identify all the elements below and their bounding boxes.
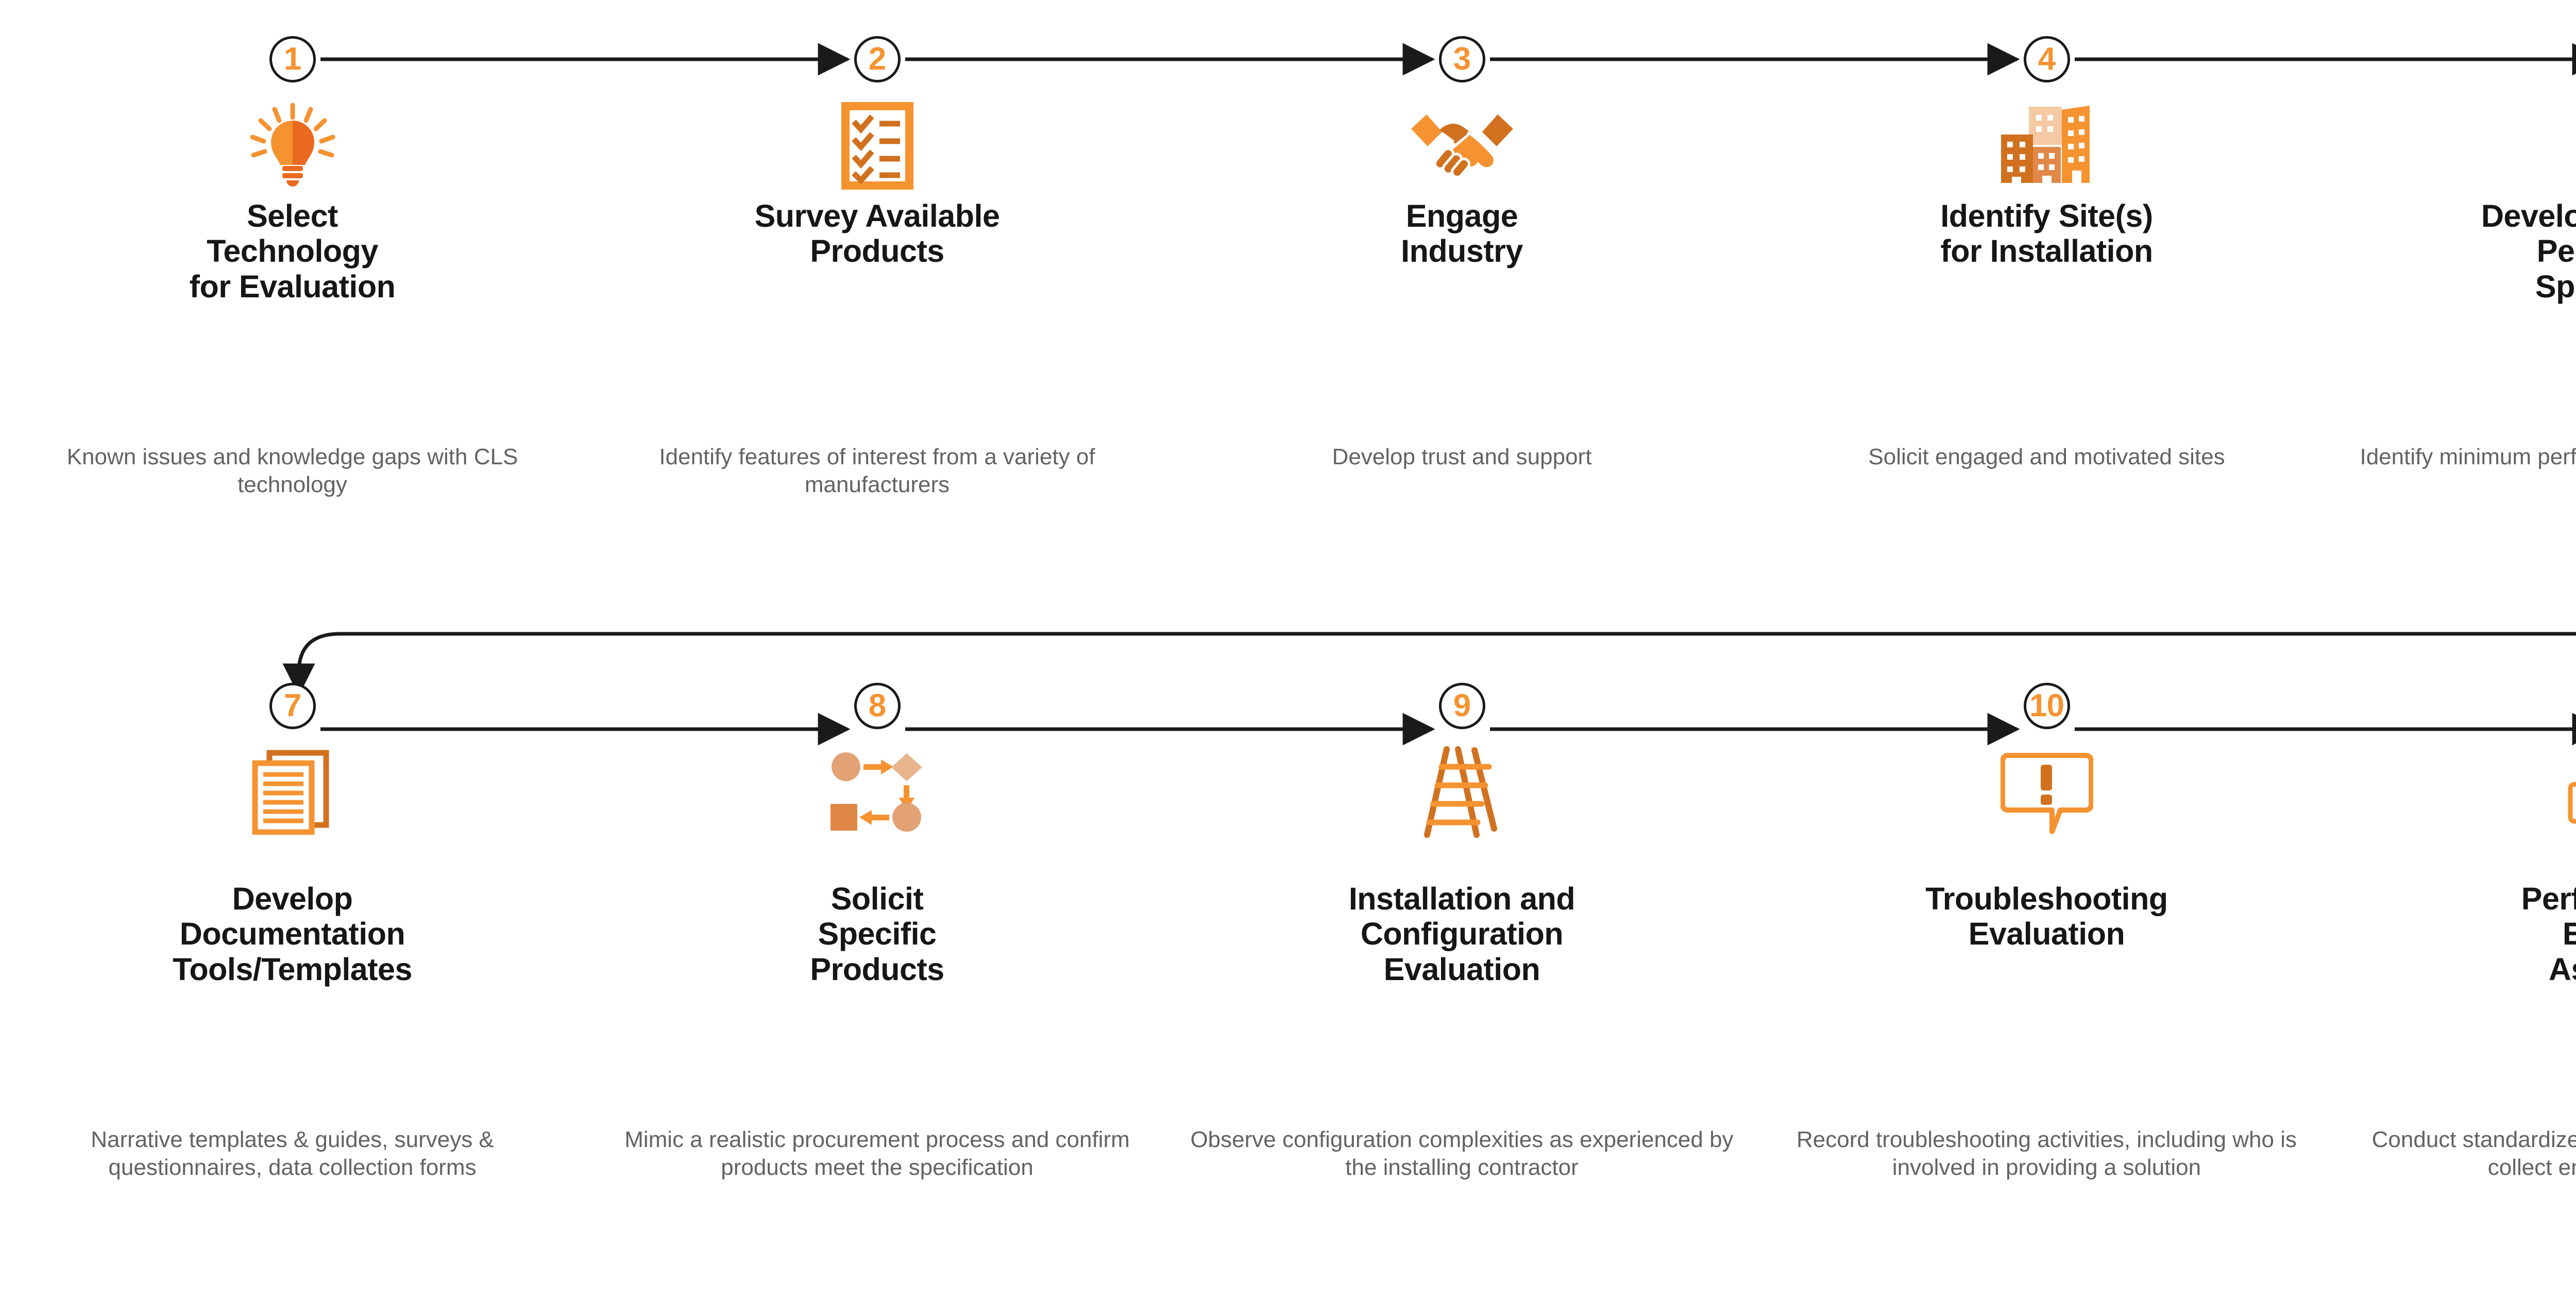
step-number-badge-7: 7 bbox=[269, 683, 316, 729]
step-11[interactable]: 11 Performance &End-UserAsessment Conduc… bbox=[2339, 647, 2576, 1314]
step-description-5: Identify minimum performance requirement… bbox=[2360, 444, 2576, 469]
clipboard-icon bbox=[2554, 100, 2576, 191]
documents-icon bbox=[215, 747, 370, 837]
step-2[interactable]: 2 bbox=[585, 0, 1170, 644]
handshake-icon bbox=[1385, 100, 1539, 191]
step-number-badge-8: 8 bbox=[854, 683, 901, 729]
buildings-icon bbox=[1970, 100, 2124, 191]
step-description-2: Identify features of interest from a var… bbox=[659, 444, 1095, 497]
step-4[interactable]: 4 bbox=[1754, 0, 2339, 644]
step-number-badge-2: 2 bbox=[854, 36, 901, 82]
process-shapes-icon bbox=[800, 747, 955, 837]
step-description-1: Known issues and knowledge gaps with CLS… bbox=[66, 444, 518, 497]
step-description-8: Mimic a realistic procurement process an… bbox=[624, 1127, 1130, 1180]
ladder-icon bbox=[1385, 746, 1539, 838]
step-description-10: Record troubleshooting activities, inclu… bbox=[1797, 1127, 2297, 1180]
step-title-11: Performance &End-UserAsessment bbox=[2521, 881, 2576, 987]
checklist-icon bbox=[800, 100, 955, 191]
step-8[interactable]: 8 bbox=[585, 647, 1170, 1314]
lightbulb-icon bbox=[215, 100, 370, 191]
step-number-badge-10: 10 bbox=[2023, 683, 2070, 729]
step-description-11: Conduct standardized performance evaluat… bbox=[2371, 1127, 2576, 1180]
step-number-badge-4: 4 bbox=[2023, 36, 2070, 82]
step-number-badge-1: 1 bbox=[269, 36, 316, 82]
step-description-7: Narrative templates & guides, surveys & … bbox=[91, 1127, 494, 1180]
thumbs-up-down-icon bbox=[2554, 747, 2576, 837]
step-description-4: Solicit engaged and motivated sites bbox=[1868, 444, 2225, 469]
step-title-4: Identify Site(s)for Installation bbox=[1940, 198, 2153, 269]
step-description-9: Observe configuration complexities as ex… bbox=[1190, 1127, 1734, 1180]
step-number-badge-9: 9 bbox=[1438, 683, 1485, 729]
process-row-1: 1 bbox=[0, 0, 2576, 644]
step-1[interactable]: 1 bbox=[0, 0, 585, 644]
step-5[interactable]: 5 Develop T bbox=[2339, 0, 2576, 644]
step-description-3: Develop trust and support bbox=[1332, 444, 1592, 469]
step-title-5: Develop TechnologyPerformanceSpecificati… bbox=[2481, 198, 2576, 304]
step-number-badge-3: 3 bbox=[1438, 36, 1485, 82]
alert-speech-bubble-icon bbox=[1970, 747, 2124, 837]
